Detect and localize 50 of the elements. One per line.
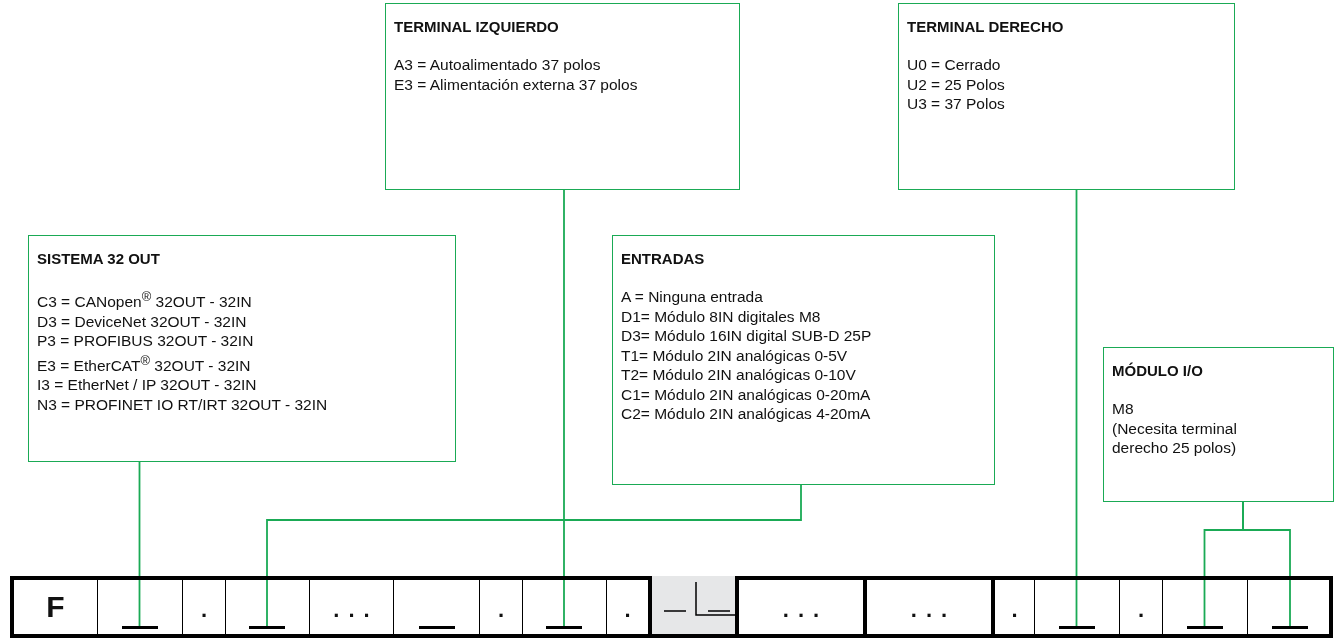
option-line: (Necesita terminal derecho 25 polos) (1112, 418, 1238, 458)
option-line: D3= Módulo 16IN digital SUB-D 25P (621, 326, 873, 346)
blank-mark (1186, 626, 1223, 629)
box-heading: MÓDULO I/O (1112, 362, 1204, 379)
option-line: E3 = Alimentación externa 37 polos (394, 74, 639, 94)
option-line: N3 = PROFINET IO RT/IRT 32OUT - 32IN (37, 394, 329, 415)
connector-line (1242, 501, 1291, 627)
option-line: I3 = EtherNet / IP 32OUT - 32IN (37, 375, 258, 395)
code-letter: F (46, 592, 65, 622)
separator-dots: ... (910, 599, 957, 621)
option-line: A3 = Autoalimentado 37 polos (394, 55, 602, 75)
separator-dots: . (200, 599, 217, 621)
box-heading: TERMINAL IZQUIERDO (394, 18, 560, 35)
option-line: A = Ninguna entrada (621, 287, 764, 307)
separator-dots: . (1137, 599, 1154, 621)
option-line: U3 = 37 Polos (907, 94, 1006, 114)
connector-line (1075, 189, 1078, 627)
connector-line (138, 461, 141, 627)
option-line: E3 = EtherCAT$^{®}$ 32OUT - 32IN (37, 351, 252, 376)
option-box (1103, 347, 1334, 502)
option-line: T2= Módulo 2IN analógicas 0-10V (621, 365, 857, 385)
connector-line (266, 484, 802, 627)
option-line: C3 = CANopen$^{®}$ 32OUT - 32IN (37, 288, 253, 312)
separator-dots: ... (333, 599, 379, 621)
option-box (385, 3, 740, 190)
blank-mark (1058, 626, 1095, 629)
option-line: D3 = DeviceNet 32OUT - 32IN (37, 311, 248, 332)
separator-dots: . (624, 599, 640, 621)
option-line: M8 (1112, 399, 1135, 419)
box-heading: TERMINAL DERECHO (907, 18, 1065, 35)
separator-dots: ... (782, 599, 829, 621)
option-box (28, 235, 456, 462)
separator-dots: . (1011, 599, 1027, 621)
blank-mark (249, 626, 285, 629)
box-heading: ENTRADAS (621, 250, 706, 267)
box-heading: SISTEMA 32 OUT (37, 250, 161, 267)
blank-mark (1272, 626, 1308, 629)
option-line: D1= Módulo 8IN digitales M8 (621, 306, 822, 326)
blank-mark (121, 626, 158, 629)
option-line: C1= Módulo 2IN analógicas 0-20mA (621, 384, 872, 404)
option-line: P3 = PROFIBUS 32OUT - 32IN (37, 331, 255, 351)
blank-mark (546, 626, 582, 629)
connector-line (563, 189, 565, 627)
separator-dots: . (497, 599, 514, 621)
option-box (898, 3, 1235, 190)
option-line: U2 = 25 Polos (907, 74, 1006, 94)
option-line: C2= Módulo 2IN analógicas 4-20mA (621, 404, 872, 424)
option-box (612, 235, 995, 485)
option-line: U0 = Cerrado (907, 55, 1002, 75)
option-line: T1= Módulo 2IN analógicas 0-5V (621, 345, 849, 365)
